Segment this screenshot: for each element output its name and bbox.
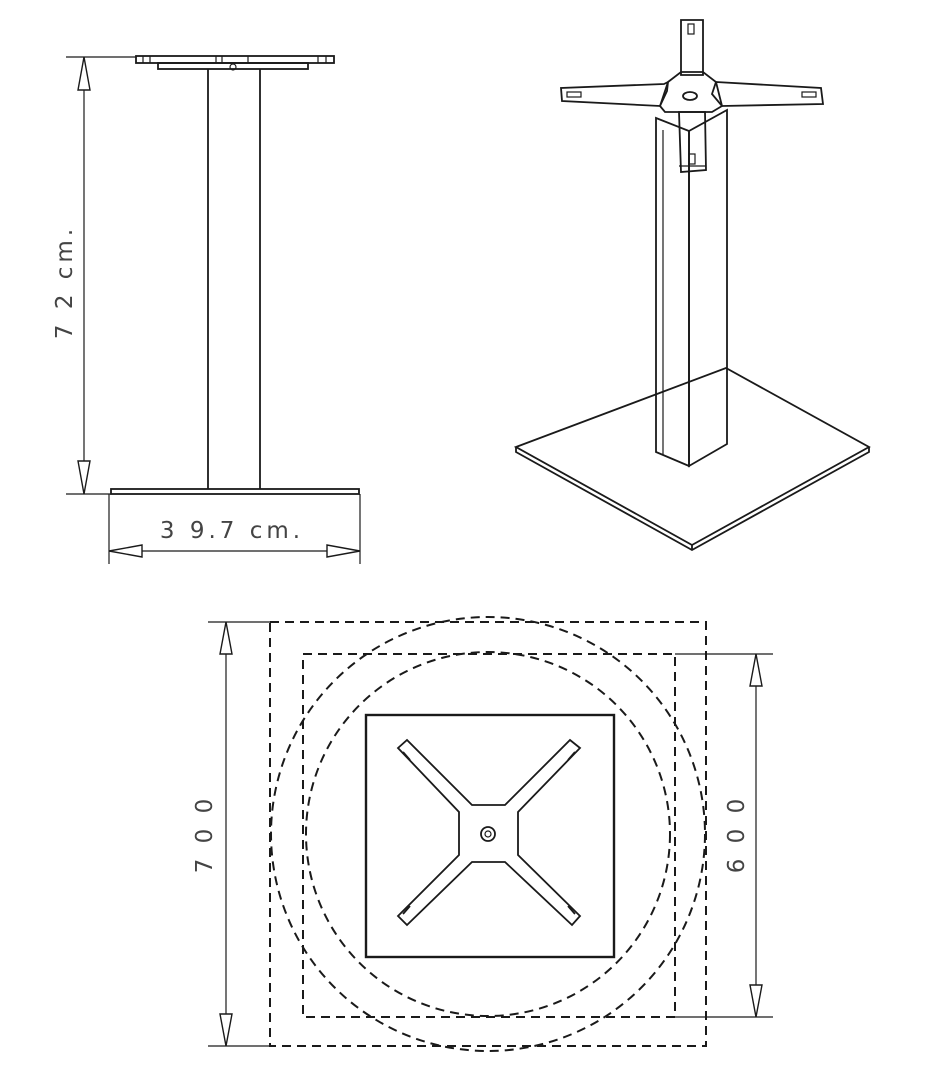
outer-dimension-label: 7 0 0 <box>192 795 218 874</box>
inner-table-top-outline <box>302 653 676 1018</box>
inner-round-top-outline <box>305 651 671 1017</box>
side-view: 7 2 cm. 3 9.7 cm. <box>52 55 361 564</box>
base-plate-outline <box>364 713 616 959</box>
inner-dimension-label: 6 0 0 <box>724 795 750 874</box>
width-label: 3 9.7 cm. <box>160 518 304 544</box>
top-view-cross-bracket <box>396 738 582 927</box>
side-view-column <box>207 69 261 489</box>
outer-round-top-outline <box>270 616 706 1052</box>
outer-table-top-outline <box>269 621 707 1047</box>
width-dimension <box>108 494 361 564</box>
iso-base-plate <box>513 367 871 552</box>
top-view: 7 0 0 6 0 0 <box>192 616 773 1052</box>
iso-column <box>655 108 728 468</box>
height-label: 7 2 cm. <box>52 225 78 339</box>
iso-cross-bracket <box>560 19 825 173</box>
side-view-base <box>110 488 360 495</box>
height-dimension <box>66 56 136 495</box>
outer-dimension <box>208 621 270 1047</box>
inner-dimension <box>675 653 773 1018</box>
side-view-top-plate <box>135 55 335 71</box>
isometric-view <box>513 19 871 552</box>
